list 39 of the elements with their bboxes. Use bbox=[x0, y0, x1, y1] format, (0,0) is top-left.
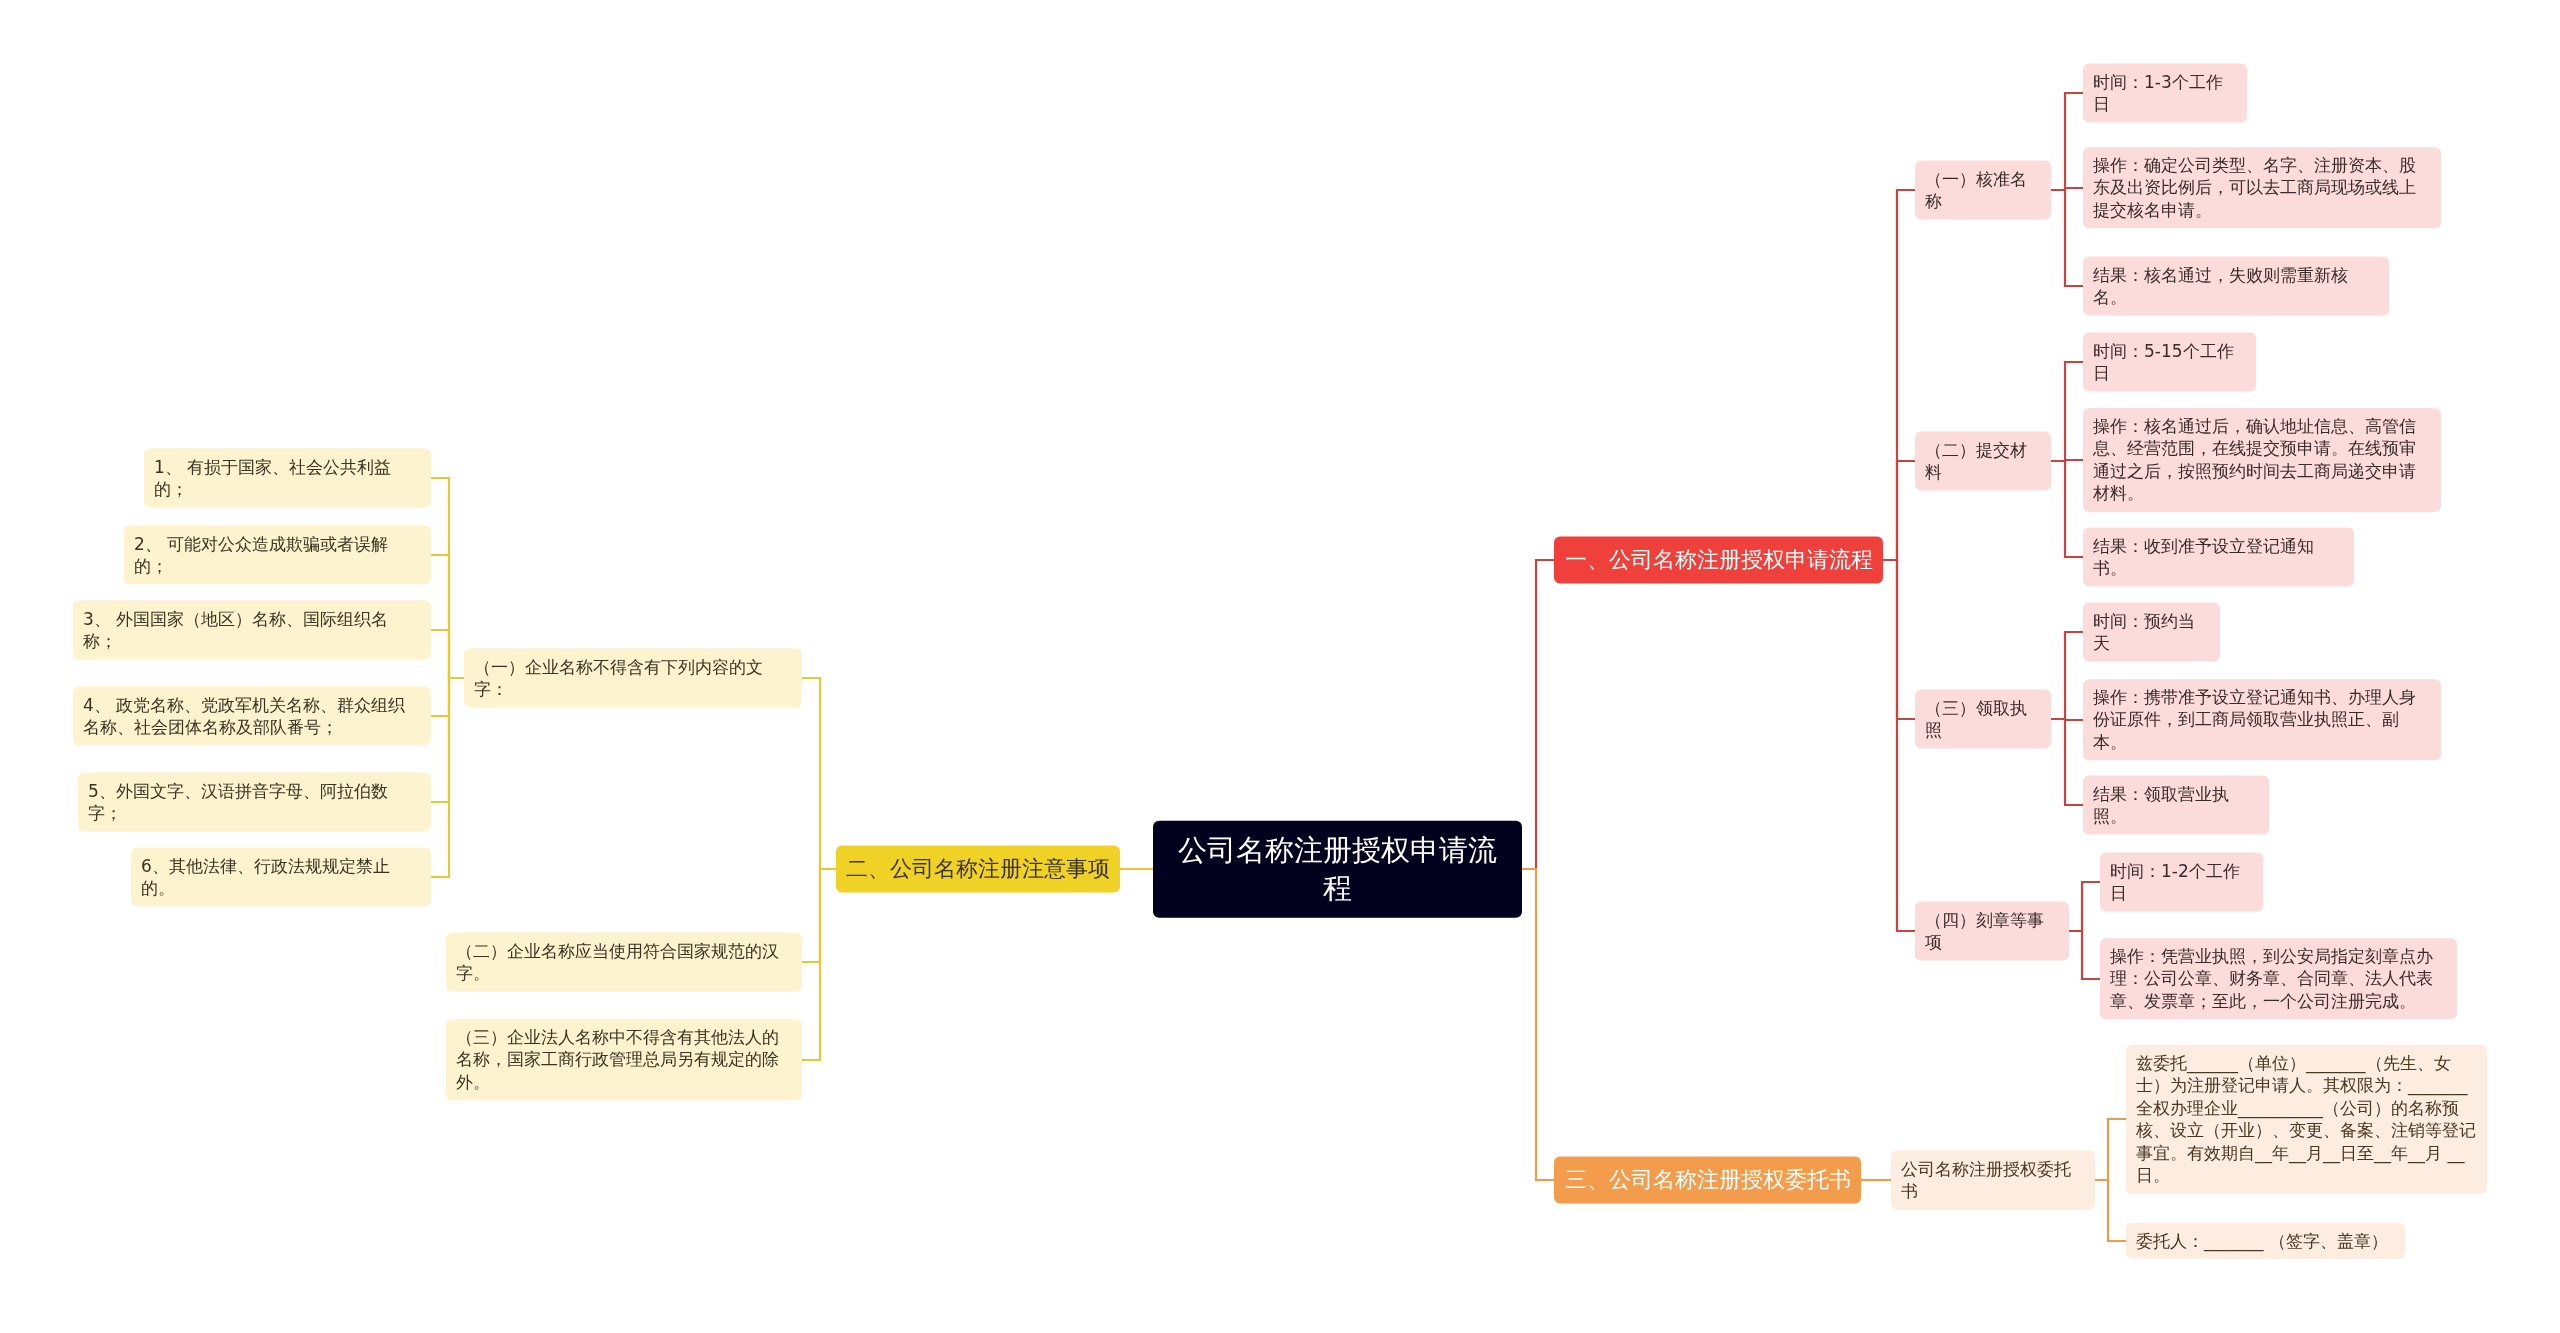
connector-line bbox=[802, 867, 836, 1062]
connector-line bbox=[1522, 867, 1554, 1182]
leaf-box: 时间：5-15个工作日 bbox=[2083, 332, 2256, 392]
branch-topic: 一、公司名称注册授权申请流程 bbox=[1554, 536, 1883, 584]
subtopic-box: 公司名称注册授权委托书 bbox=[1891, 1150, 2095, 1210]
leaf-box: 结果：领取营业执照。 bbox=[2083, 775, 2269, 835]
leaf-box: 2、 可能对公众造成欺骗或者误解的； bbox=[124, 525, 431, 585]
branch-topic: 三、公司名称注册授权委托书 bbox=[1554, 1156, 1861, 1204]
leaf-box: 时间：1-3个工作日 bbox=[2083, 63, 2247, 123]
leaf-box: 1、 有损于国家、社会公共利益的； bbox=[144, 448, 431, 508]
leaf-box: 5、外国文字、汉语拼音字母、阿拉伯数字； bbox=[78, 772, 431, 832]
leaf-box: 操作：携带准予设立登记通知书、办理人身份证原件，到工商局领取营业执照正、副本。 bbox=[2083, 679, 2441, 761]
connector-line bbox=[1861, 1178, 1891, 1182]
leaf-box: 时间：1-2个工作日 bbox=[2100, 852, 2263, 912]
leaf-box: 操作：核名通过后，确认地址信息、高管信息、经营范围，在线提交预申请。在线预审通过之后，按照预约时间去工商局递交申请材料。 bbox=[2083, 408, 2441, 512]
leaf-box: 结果：核名通过，失败则需重新核名。 bbox=[2083, 256, 2389, 316]
leaf-box: 6、其他法律、行政法规规定禁止的。 bbox=[131, 847, 431, 907]
connector-line bbox=[1883, 558, 1915, 933]
leaf-box: 操作：确定公司类型、名字、注册资本、股东及出资比例后，可以去工商局现场或线上提交核名申请。 bbox=[2083, 147, 2441, 229]
leaf-box: 兹委托______（单位）_______（先生、女士）为注册登记申请人。其权限为：_______全权办理企业__________（公司）的名称预核、设立（开业）、变更、备案、注销等登记事宜。有效期自__年__月__日至__年__月 __日。 bbox=[2126, 1044, 2487, 1194]
subtopic-box: （一）企业名称不得含有下列内容的文字： bbox=[464, 648, 802, 708]
connector-line bbox=[2095, 1178, 2126, 1243]
subtopic-box: （二）企业名称应当使用符合国家规范的汉字。 bbox=[446, 932, 802, 992]
leaf-box: 4、 政党名称、党政军机关名称、群众组织名称、社会团体名称及部队番号； bbox=[73, 686, 431, 746]
subtopic-box: （二）提交材料 bbox=[1915, 431, 2051, 491]
leaf-box: 3、 外国国家（地区）名称、国际组织名称； bbox=[73, 600, 431, 660]
connector-line bbox=[1120, 867, 1153, 871]
subtopic-box: （四）刻章等事项 bbox=[1915, 901, 2069, 961]
connector-line bbox=[431, 676, 464, 879]
leaf-box: 结果：收到准予设立登记通知书。 bbox=[2083, 527, 2354, 587]
central-topic: 公司名称注册授权申请流程 bbox=[1153, 820, 1522, 918]
subtopic-box: （一）核准名称 bbox=[1915, 160, 2051, 220]
subtopic-box: （三）领取执照 bbox=[1915, 689, 2051, 749]
subtopic-box: （三）企业法人名称中不得含有其他法人的名称，国家工商行政管理总局另有规定的除外。 bbox=[446, 1019, 802, 1101]
connector-line bbox=[2069, 929, 2100, 981]
leaf-box: 操作：凭营业执照，到公安局指定刻章点办理：公司公章、财务章、合同章、法人代表章、发票章；至此，一个公司注册完成。 bbox=[2100, 938, 2457, 1020]
leaf-box: 时间：预约当天 bbox=[2083, 602, 2220, 662]
branch-topic: 二、公司名称注册注意事项 bbox=[836, 845, 1120, 893]
leaf-box: 委托人：_______ （签字、盖章） bbox=[2126, 1222, 2405, 1260]
